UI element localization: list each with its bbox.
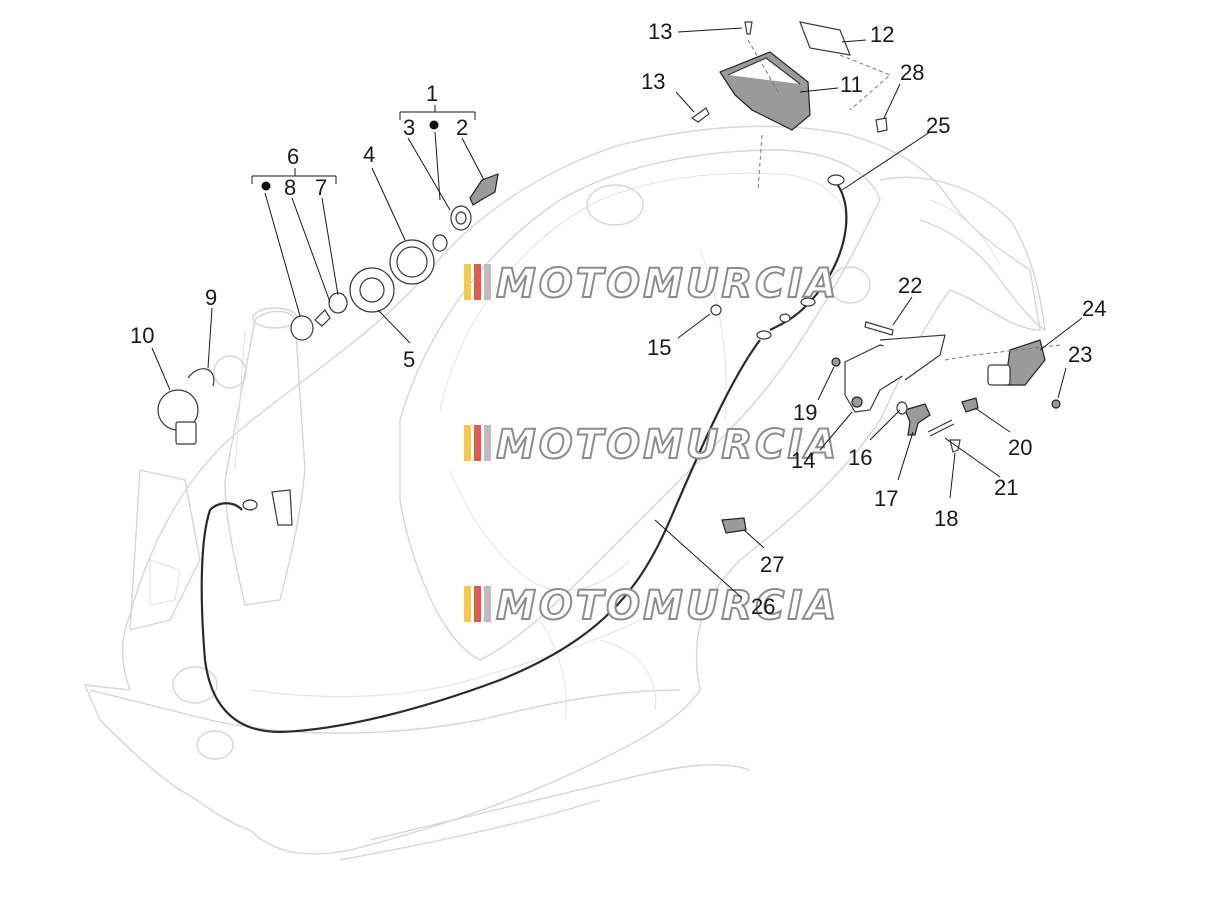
seat-lock-assembly — [690, 21, 891, 191]
callout-10: 10 — [130, 323, 154, 348]
cable-26 — [200, 339, 761, 734]
callout-28: 28 — [900, 60, 924, 85]
callout-27: 27 — [760, 552, 784, 577]
bullet-dot — [261, 181, 271, 191]
watermark-middle: MOTOMURCIA — [464, 421, 839, 469]
callout-5: 5 — [403, 347, 415, 372]
callout-16: 16 — [848, 445, 872, 470]
callout-4: 4 — [363, 142, 375, 167]
callout-1: 1 — [426, 81, 438, 106]
watermark-bottom: MOTOMURCIA — [464, 582, 839, 630]
callout-13-left: 13 — [641, 69, 665, 94]
bullet-dot — [429, 120, 439, 130]
callout-13-top: 13 — [648, 19, 672, 44]
callout-19: 19 — [793, 400, 817, 425]
callout-3: 3 — [403, 115, 415, 140]
callout-6: 6 — [287, 144, 299, 169]
watermark-top: MOTOMURCIA — [464, 260, 839, 308]
watermark-text: MOTOMURCIA — [496, 261, 839, 307]
callout-26: 26 — [751, 594, 775, 619]
callout-18: 18 — [934, 506, 958, 531]
callout-11: 11 — [840, 72, 863, 97]
callout-8: 8 — [284, 175, 296, 200]
watermark-text: MOTOMURCIA — [496, 422, 839, 468]
callout-15: 15 — [647, 335, 671, 360]
release-cables — [200, 174, 848, 734]
callout-17: 17 — [874, 486, 898, 511]
callout-14: 14 — [791, 448, 815, 473]
callout-numbers: 1 3 2 6 8 7 4 5 9 10 13 12 11 13 28 25 1… — [130, 19, 1106, 619]
lock-cylinder-assembly — [157, 173, 499, 445]
callout-9: 9 — [205, 285, 217, 310]
callout-23: 23 — [1068, 342, 1092, 367]
callout-24: 24 — [1082, 296, 1106, 321]
cable-25 — [769, 177, 848, 331]
callout-20: 20 — [1008, 435, 1032, 460]
callout-2: 2 — [456, 115, 468, 140]
callout-7: 7 — [315, 175, 327, 200]
callout-21: 21 — [994, 475, 1018, 500]
callout-22: 22 — [898, 273, 922, 298]
callout-25: 25 — [926, 113, 950, 138]
callout-12: 12 — [870, 22, 894, 47]
leader-lines — [151, 27, 1083, 599]
watermark-text: MOTOMURCIA — [496, 583, 839, 629]
scooter-frame-outline — [83, 125, 1046, 861]
